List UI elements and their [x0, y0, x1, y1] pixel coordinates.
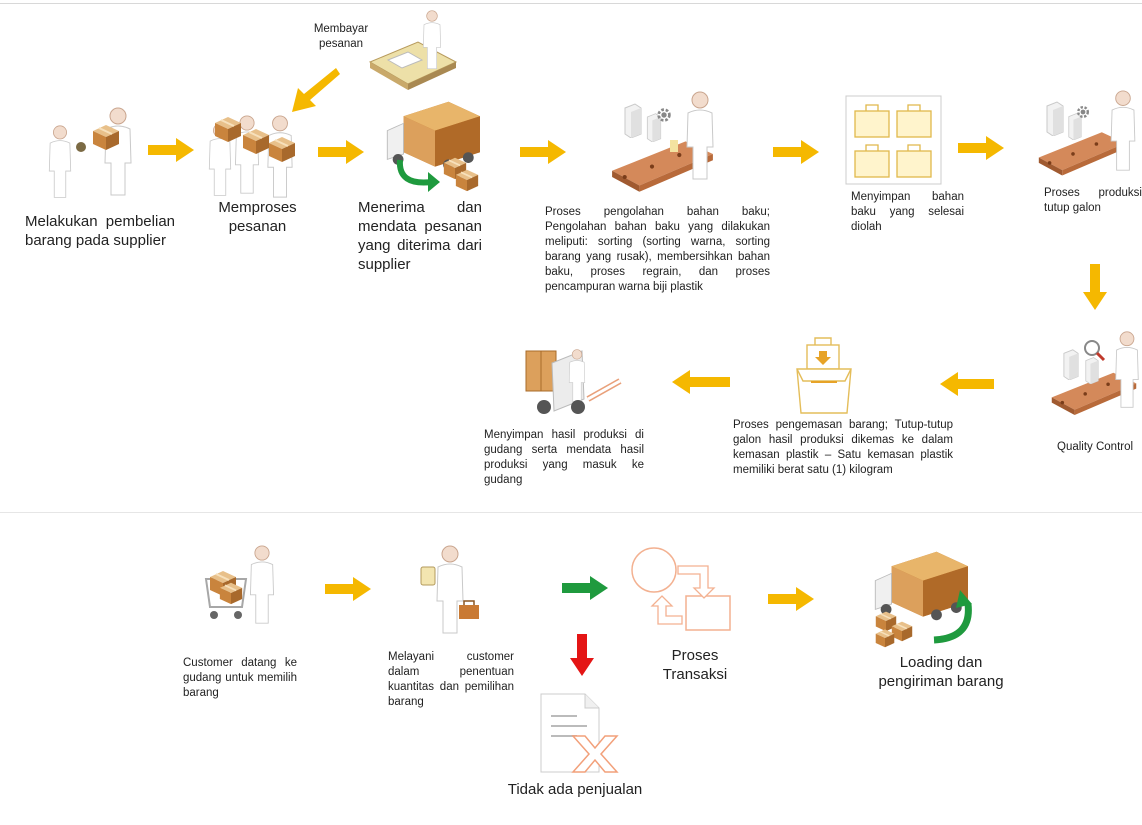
arrow-serve-to-no-sale — [570, 634, 594, 676]
inspection-icon — [1051, 331, 1139, 415]
forklift-icon — [525, 349, 622, 414]
person-with-box-icon — [48, 107, 132, 198]
label-raw-process: Proses pengolahan bahan baku; Pengolahan… — [545, 206, 770, 293]
section-divider — [0, 512, 1142, 513]
label-serve: Melayani customer dalam penentuan kuanti… — [388, 651, 514, 708]
arrow-qc-to-packaging — [940, 372, 994, 396]
arrow-transaction-to-shipping — [768, 587, 814, 611]
label-warehouse: Menyimpan hasil produksi di gudang serta… — [484, 429, 644, 486]
conveyor-worker-icon — [612, 91, 714, 192]
package-bag-icon — [796, 337, 852, 414]
arrow-produce-to-qc — [1083, 264, 1107, 310]
label-quality-control: Quality Control — [1057, 441, 1134, 453]
arrow-process-to-receive — [318, 140, 364, 164]
arrow-receive-to-raw — [520, 140, 566, 164]
delivery-truck-icon — [386, 101, 481, 192]
arrow-packaging-to-warehouse — [672, 370, 730, 394]
label-packaging: Proses pengemasan barang; Tutup-tutup ga… — [733, 419, 953, 476]
label-no-sale: Tidak ada penjualan — [507, 781, 643, 798]
label-produce-caps: Proses produksi tutup galon — [1044, 187, 1142, 214]
label-receive: Menerima dan mendata pesanan yang diteri… — [358, 199, 482, 273]
label-process-order: Memproses pesanan — [218, 199, 297, 235]
person-paying-icon — [368, 10, 458, 90]
loading-truck-icon — [874, 551, 972, 648]
storage-bags-icon — [845, 95, 942, 185]
cancelled-document-icon — [540, 693, 619, 773]
label-shipping: Loading dan pengiriman barang — [878, 654, 1004, 690]
label-store-raw: Menyimpan bahan baku yang selesai diolah — [851, 191, 964, 233]
arrow-customer-to-serve — [325, 577, 371, 601]
transaction-cycle-icon — [631, 547, 731, 631]
label-purchase: Melakukan pembelian barang pada supplier — [25, 213, 175, 249]
arrow-serve-to-transaction — [562, 576, 608, 600]
arrow-store-to-produce — [958, 136, 1004, 160]
people-with-boxes-icon — [208, 115, 296, 198]
label-pay: Membayar pesanan — [313, 23, 369, 50]
label-customer: Customer datang ke gudang untuk memilih … — [183, 657, 297, 699]
arrow-purchase-to-process — [148, 138, 194, 162]
salesperson-icon — [420, 545, 479, 634]
customer-cart-icon — [204, 545, 275, 624]
arrow-pay-to-process — [292, 68, 340, 112]
top-divider — [0, 3, 1142, 4]
label-transaction: Proses Transaksi — [662, 647, 728, 683]
arrow-raw-to-store — [773, 140, 819, 164]
production-line-icon — [1038, 90, 1136, 176]
